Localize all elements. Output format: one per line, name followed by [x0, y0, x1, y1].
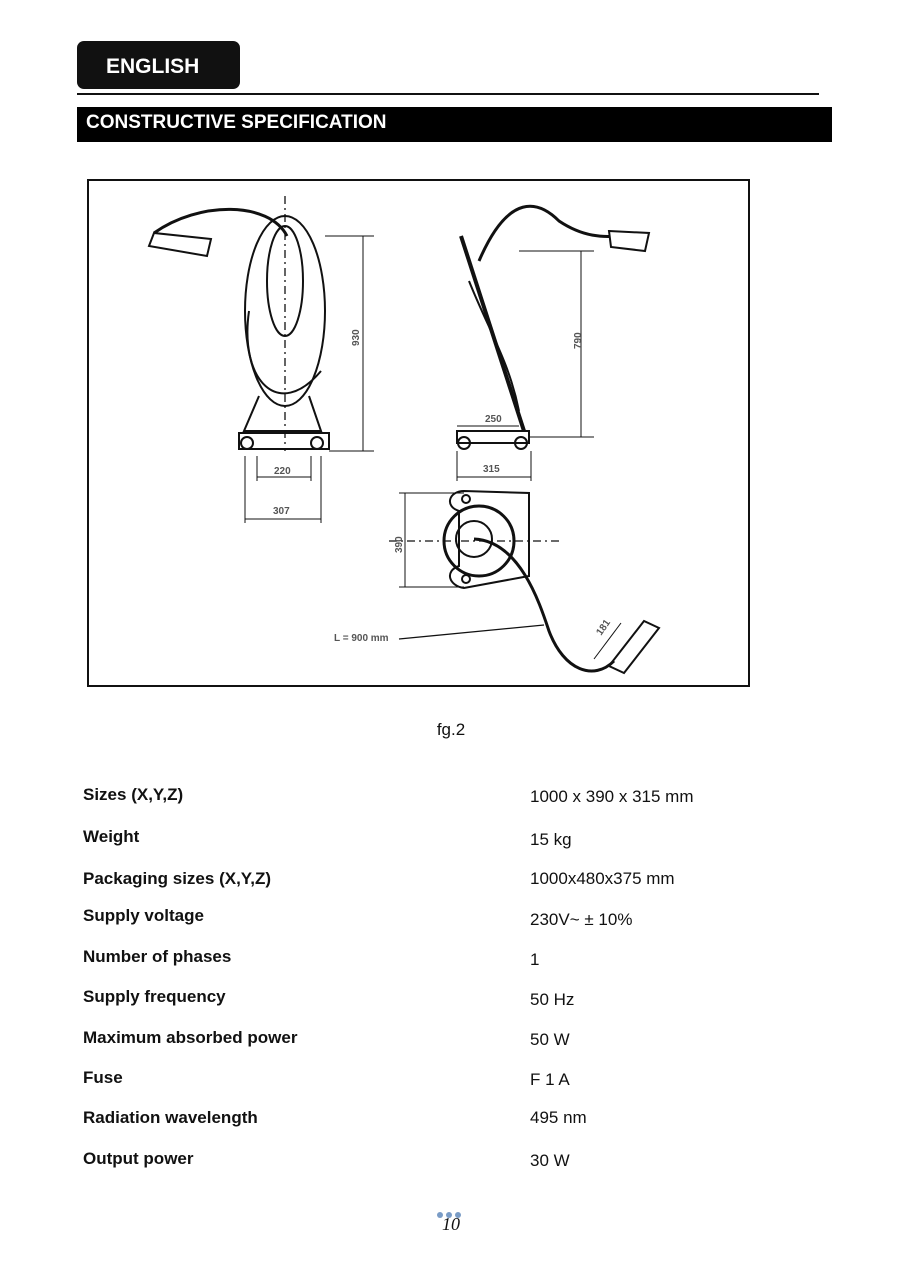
spec-label: Output power: [83, 1149, 194, 1168]
figure-caption: fg.2: [436, 720, 466, 739]
side-view: [456, 204, 651, 481]
spec-label: Packaging sizes (X,Y,Z): [83, 869, 272, 888]
language-label: ENGLISH: [106, 55, 200, 78]
dim-390: 390: [394, 536, 405, 553]
spec-value: 230V~ ± 10%: [530, 910, 633, 929]
dim-315: 315: [483, 464, 500, 475]
dim-220: 220: [274, 466, 291, 477]
spec-label: Weight: [83, 827, 140, 846]
spec-label: Number of phases: [83, 947, 232, 966]
dim-250: 250: [485, 414, 502, 425]
dim-cable-length: L = 900 mm: [334, 633, 389, 644]
spec-label: Maximum absorbed power: [83, 1028, 298, 1047]
dim-930: 930: [351, 329, 362, 346]
spec-value: 30 W: [530, 1151, 570, 1170]
technical-drawing: 930 220 307 790 250 315: [87, 179, 750, 687]
spec-label: Fuse: [83, 1068, 123, 1087]
spec-value: 15 kg: [530, 830, 572, 849]
dim-181: 181: [594, 617, 613, 637]
footer-dots: [437, 1205, 464, 1223]
spec-label: Sizes (X,Y,Z): [83, 785, 184, 804]
spec-value: F 1 A: [530, 1070, 570, 1089]
front-view: [147, 196, 374, 523]
section-title: CONSTRUCTIVE SPECIFICATION: [86, 112, 387, 133]
spec-value: 50 W: [530, 1030, 570, 1049]
spec-value: 495 nm: [530, 1108, 587, 1127]
dim-307: 307: [273, 506, 290, 517]
header-divider: [77, 93, 819, 95]
spec-label: Supply frequency: [83, 987, 226, 1006]
page-number: 10: [442, 1214, 460, 1234]
section-title-bar: CONSTRUCTIVE SPECIFICATION: [77, 107, 832, 142]
spec-value: 50 Hz: [530, 990, 575, 1009]
language-tab: ENGLISH: [77, 41, 240, 89]
spec-value: 1000 x 390 x 315 mm: [530, 787, 694, 806]
spec-value: 1000x480x375 mm: [530, 869, 675, 888]
drawing-svg: 930 220 307 790 250 315: [147, 196, 661, 675]
spec-label: Supply voltage: [83, 906, 204, 925]
dim-790: 790: [573, 332, 584, 349]
spec-value: 1: [530, 950, 540, 969]
spec-label: Radiation wavelength: [83, 1108, 258, 1127]
top-view: [389, 489, 661, 675]
